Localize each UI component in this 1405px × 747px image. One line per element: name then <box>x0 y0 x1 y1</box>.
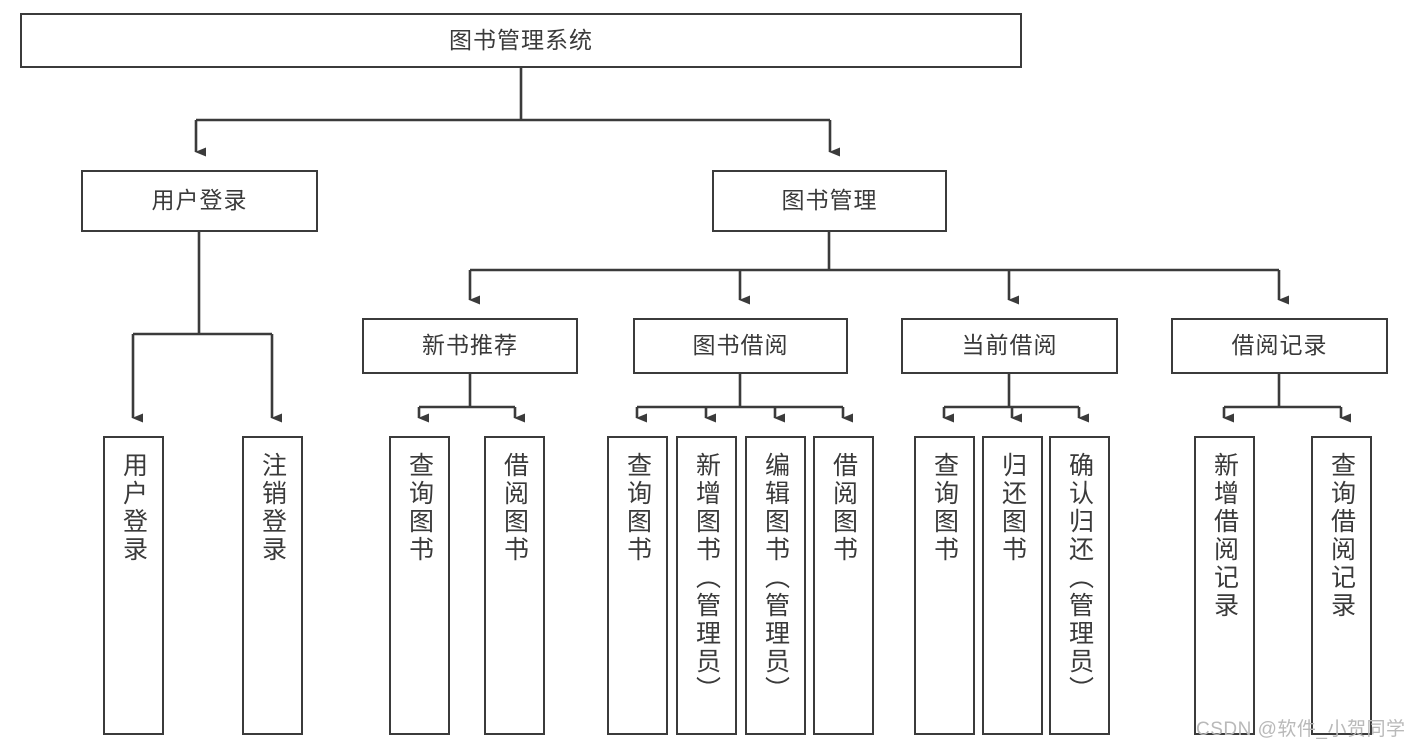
node-leaf-confirm-return[interactable]: 确认归还（管理员） <box>1049 436 1110 735</box>
node-root[interactable]: 图书管理系统 <box>20 13 1022 68</box>
node-borrow-record-label: 借阅记录 <box>1231 332 1328 359</box>
node-leaf-return-book[interactable]: 归还图书 <box>982 436 1043 735</box>
node-leaf-add-book-label: 新增图书（管理员） <box>692 452 721 704</box>
node-leaf-logout-label: 注销登录 <box>258 452 287 564</box>
node-leaf-user-login[interactable]: 用户登录 <box>103 436 164 735</box>
node-leaf-edit-book[interactable]: 编辑图书（管理员） <box>745 436 806 735</box>
node-leaf-edit-book-label: 编辑图书（管理员） <box>761 452 790 704</box>
node-leaf-query-book[interactable]: 查询图书 <box>607 436 668 735</box>
node-leaf-add-book[interactable]: 新增图书（管理员） <box>676 436 737 735</box>
node-leaf-borrow-book-recommend[interactable]: 借阅图书 <box>484 436 545 735</box>
node-new-book-recommend[interactable]: 新书推荐 <box>362 318 578 374</box>
node-book-borrow-label: 图书借阅 <box>692 332 789 359</box>
node-leaf-query-book-recommend-label: 查询图书 <box>405 452 434 564</box>
node-leaf-add-borrow-record-label: 新增借阅记录 <box>1210 452 1239 620</box>
node-current-borrow-label: 当前借阅 <box>961 332 1058 359</box>
node-leaf-query-book-current[interactable]: 查询图书 <box>914 436 975 735</box>
node-book-management[interactable]: 图书管理 <box>712 170 947 232</box>
node-leaf-return-book-label: 归还图书 <box>998 452 1027 564</box>
node-leaf-user-login-label: 用户登录 <box>119 452 148 564</box>
node-leaf-borrow-book[interactable]: 借阅图书 <box>813 436 874 735</box>
node-current-borrow[interactable]: 当前借阅 <box>901 318 1118 374</box>
node-leaf-borrow-book-recommend-label: 借阅图书 <box>500 452 529 564</box>
node-leaf-logout[interactable]: 注销登录 <box>242 436 303 735</box>
node-leaf-query-book-label: 查询图书 <box>623 452 652 564</box>
node-book-borrow[interactable]: 图书借阅 <box>633 318 848 374</box>
node-root-label: 图书管理系统 <box>449 26 593 53</box>
node-book-management-label: 图书管理 <box>781 187 878 214</box>
node-borrow-record[interactable]: 借阅记录 <box>1171 318 1388 374</box>
node-new-book-recommend-label: 新书推荐 <box>422 332 518 359</box>
node-leaf-query-borrow-record-label: 查询借阅记录 <box>1327 452 1356 620</box>
node-user-login-label: 用户登录 <box>151 187 248 214</box>
node-user-login[interactable]: 用户登录 <box>81 170 318 232</box>
node-leaf-add-borrow-record[interactable]: 新增借阅记录 <box>1194 436 1255 735</box>
node-leaf-query-book-current-label: 查询图书 <box>930 452 959 564</box>
node-leaf-confirm-return-label: 确认归还（管理员） <box>1065 452 1094 704</box>
node-leaf-borrow-book-label: 借阅图书 <box>829 452 858 564</box>
node-leaf-query-borrow-record[interactable]: 查询借阅记录 <box>1311 436 1372 735</box>
node-leaf-query-book-recommend[interactable]: 查询图书 <box>389 436 450 735</box>
